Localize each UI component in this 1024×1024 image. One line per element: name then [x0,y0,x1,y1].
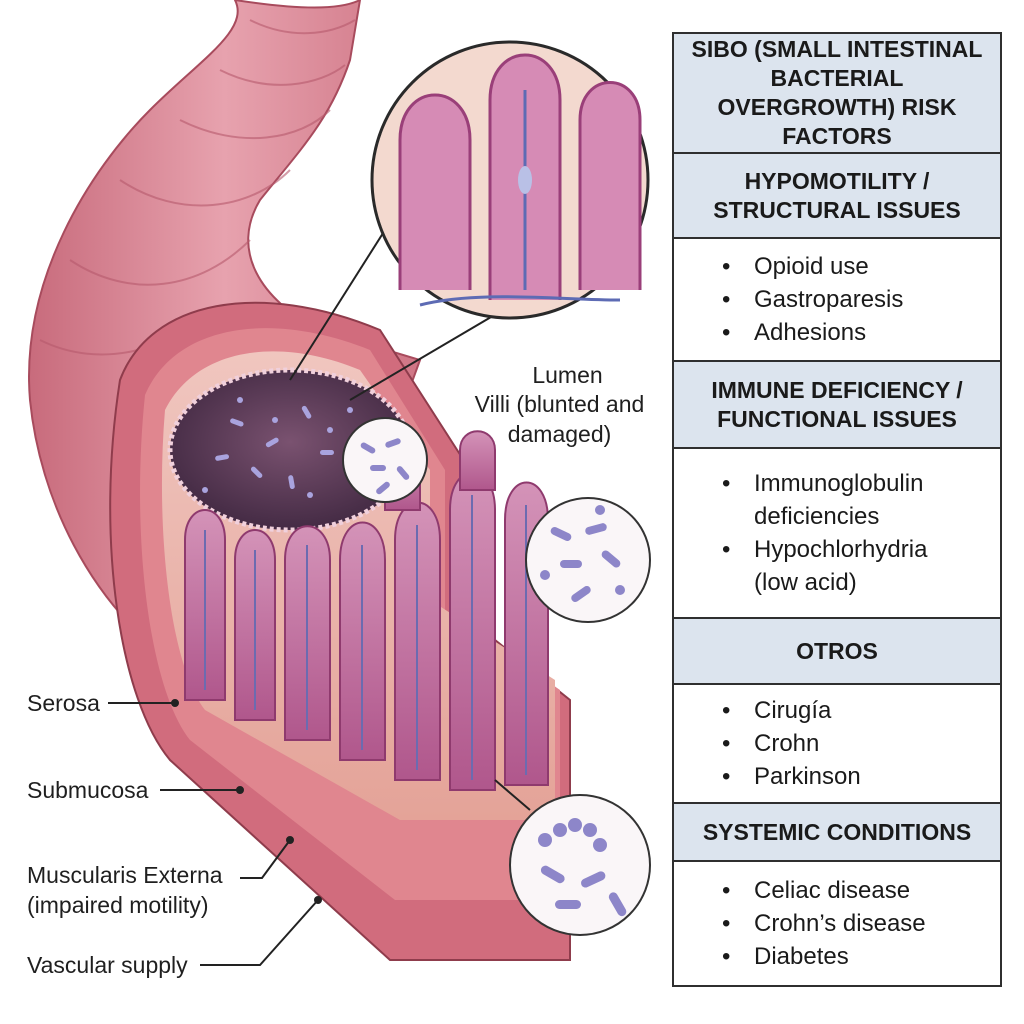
label-serosa: Serosa [27,690,100,716]
list-item: Gastroparesis [722,283,903,316]
list-item: Crohn [722,727,861,760]
list-item: Parkinson [722,760,861,793]
list-item: Hypochlorhydria (low acid) [722,533,972,599]
lumen-bacteria [202,397,353,498]
tube-folds [39,19,356,356]
section-list: Cirugía Crohn Parkinson [674,685,1000,804]
villi-capillaries [204,495,527,780]
list-item: Diabetes [722,940,926,973]
list-item: Cirugía [722,694,861,727]
section-heading: IMMUNE DEFICIENCY / FUNCTIONAL ISSUES [674,362,1000,449]
villi-zoom-inset [289,40,650,401]
bacteria-zoom-2 [525,497,651,623]
label-lumen: Lumen [532,362,603,388]
list-item: Crohn’s disease [722,907,926,940]
bacteria-zoom-1 [342,417,428,503]
section-heading: SYSTEMIC CONDITIONS [674,804,1000,862]
label-villi: Villi (blunted and damaged) [474,391,645,447]
risk-factors-panel: SIBO (SMALL INTESTINAL BACTERIAL OVERGRO… [672,32,1002,987]
bacteria-zoom-3 [494,779,651,936]
label-muscularis: Muscularis Externa (impaired motility) [27,862,223,918]
section-list: Celiac disease Crohn’s disease Diabetes [674,862,1000,985]
list-item: Immunoglobulin deficiencies [722,467,972,533]
section-list: Opioid use Gastroparesis Adhesions [674,239,1000,362]
intestine-illustration [28,0,651,966]
panel-title: SIBO (SMALL INTESTINAL BACTERIAL OVERGRO… [674,34,1000,154]
section-heading: OTROS [674,619,1000,685]
list-item: Adhesions [722,316,903,349]
label-submucosa: Submucosa [27,777,149,803]
label-leaders [108,699,322,966]
section-list: Immunoglobulin deficiencies Hypochlorhyd… [674,449,1000,619]
section-heading: HYPOMOTILITY / STRUCTURAL ISSUES [674,154,1000,239]
list-item: Celiac disease [722,874,926,907]
label-vascular: Vascular supply [27,952,188,978]
list-item: Opioid use [722,250,903,283]
